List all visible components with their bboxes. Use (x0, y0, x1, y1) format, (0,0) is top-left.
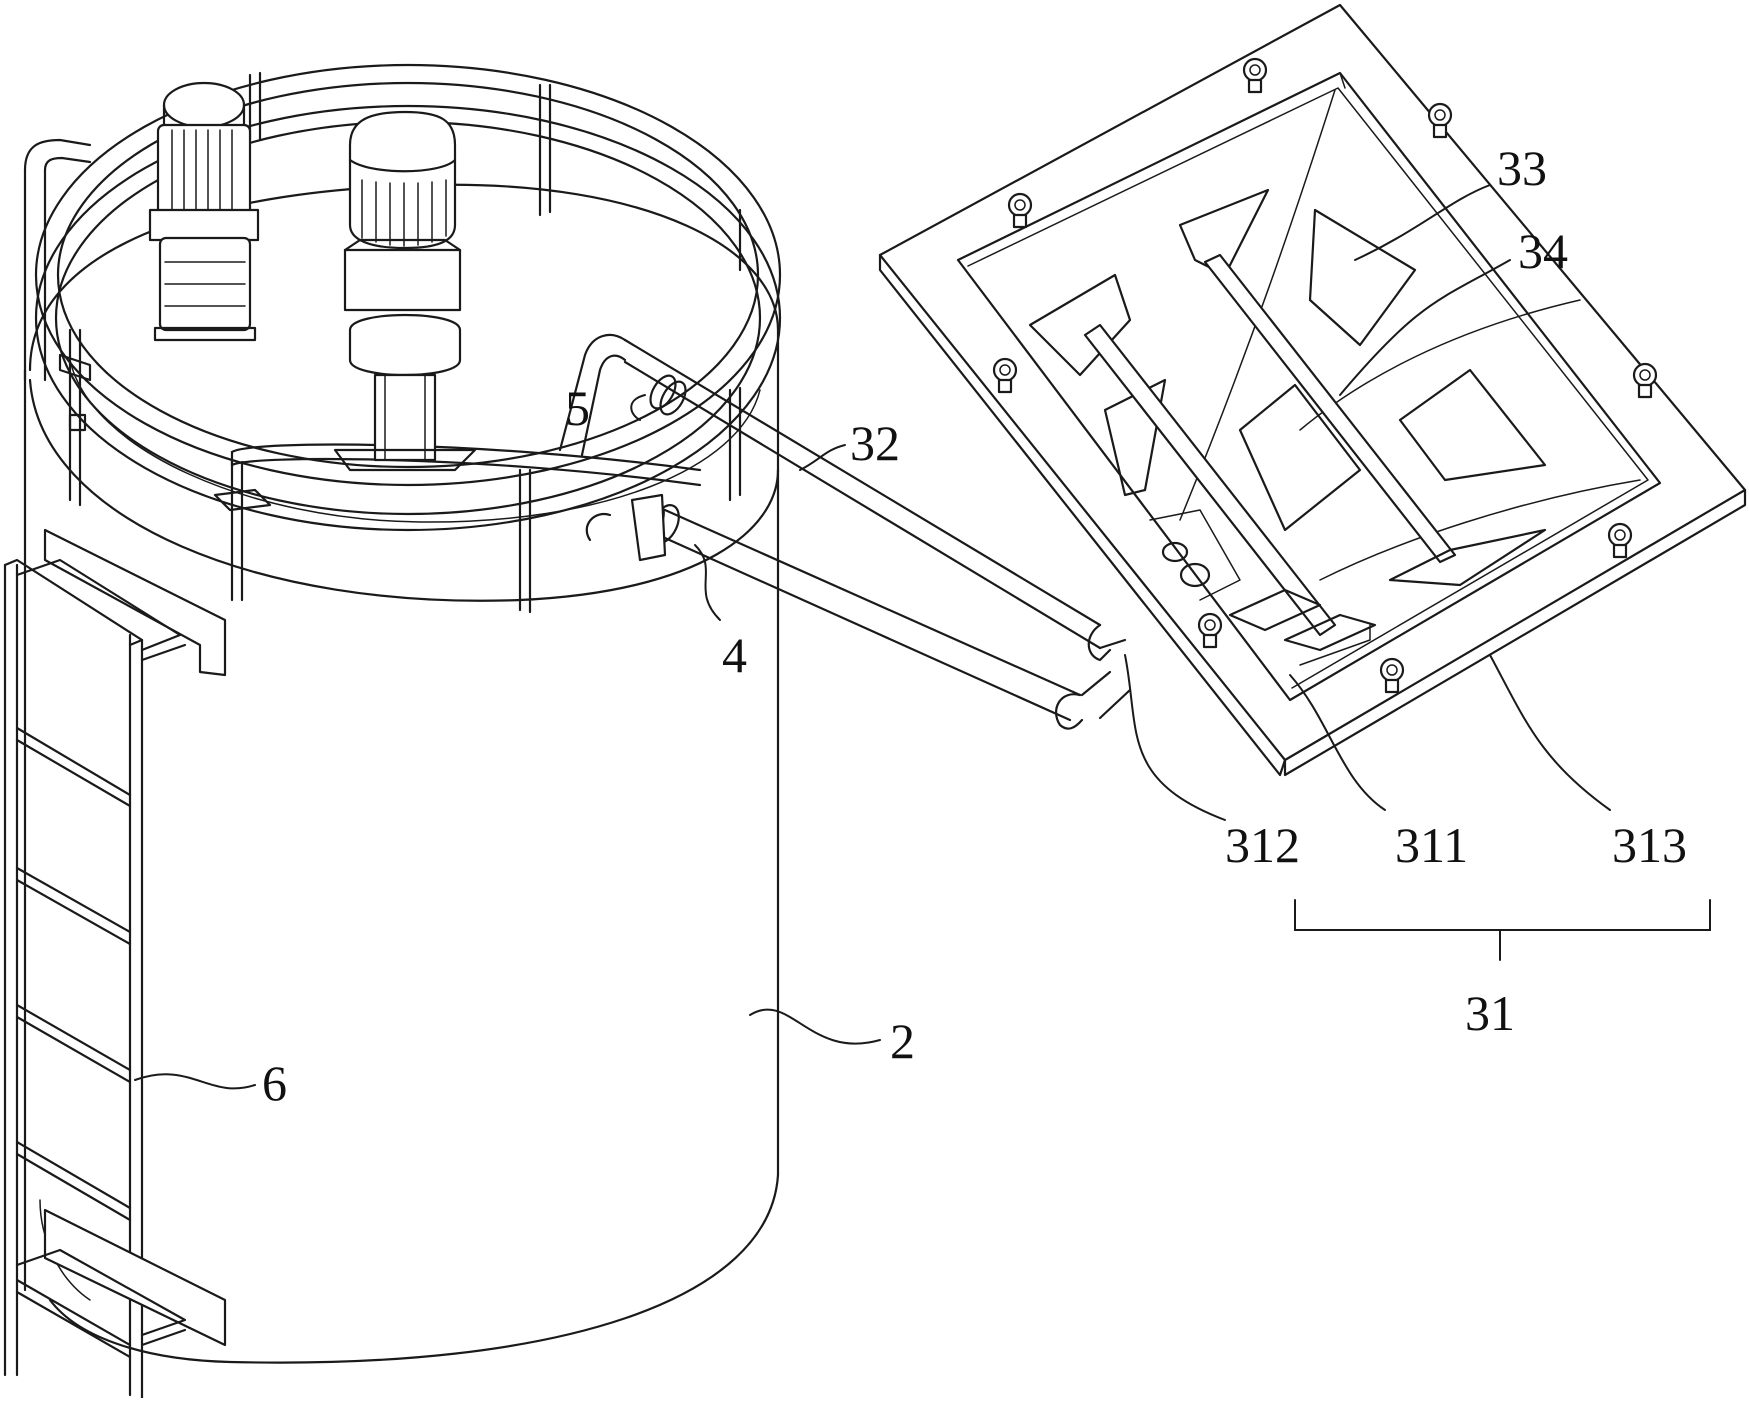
handrail (34, 63, 782, 614)
label-5: 5 (565, 380, 590, 436)
front-bracket (213, 488, 272, 512)
label-313: 313 (1612, 817, 1687, 873)
label-4: 4 (722, 627, 747, 683)
label-6: 6 (262, 1055, 287, 1111)
ladder (3, 528, 227, 1400)
filter-box (878, 3, 1747, 777)
label-32: 32 (850, 415, 900, 471)
label-34: 34 (1518, 223, 1568, 279)
reference-labels: 5 32 4 2 6 33 34 312 311 313 31 (262, 140, 1687, 1111)
pipe-4 (585, 493, 1132, 730)
left-pipe (23, 138, 92, 432)
label-31: 31 (1465, 985, 1515, 1041)
motor-center (333, 110, 477, 472)
leader-lines (134, 184, 1711, 1090)
label-312: 312 (1225, 817, 1300, 873)
pipe-32 (558, 333, 1127, 662)
motor-left (148, 81, 260, 342)
label-33: 33 (1497, 140, 1547, 196)
bolts (992, 57, 1658, 694)
label-2: 2 (890, 1013, 915, 1069)
label-311: 311 (1395, 817, 1468, 873)
